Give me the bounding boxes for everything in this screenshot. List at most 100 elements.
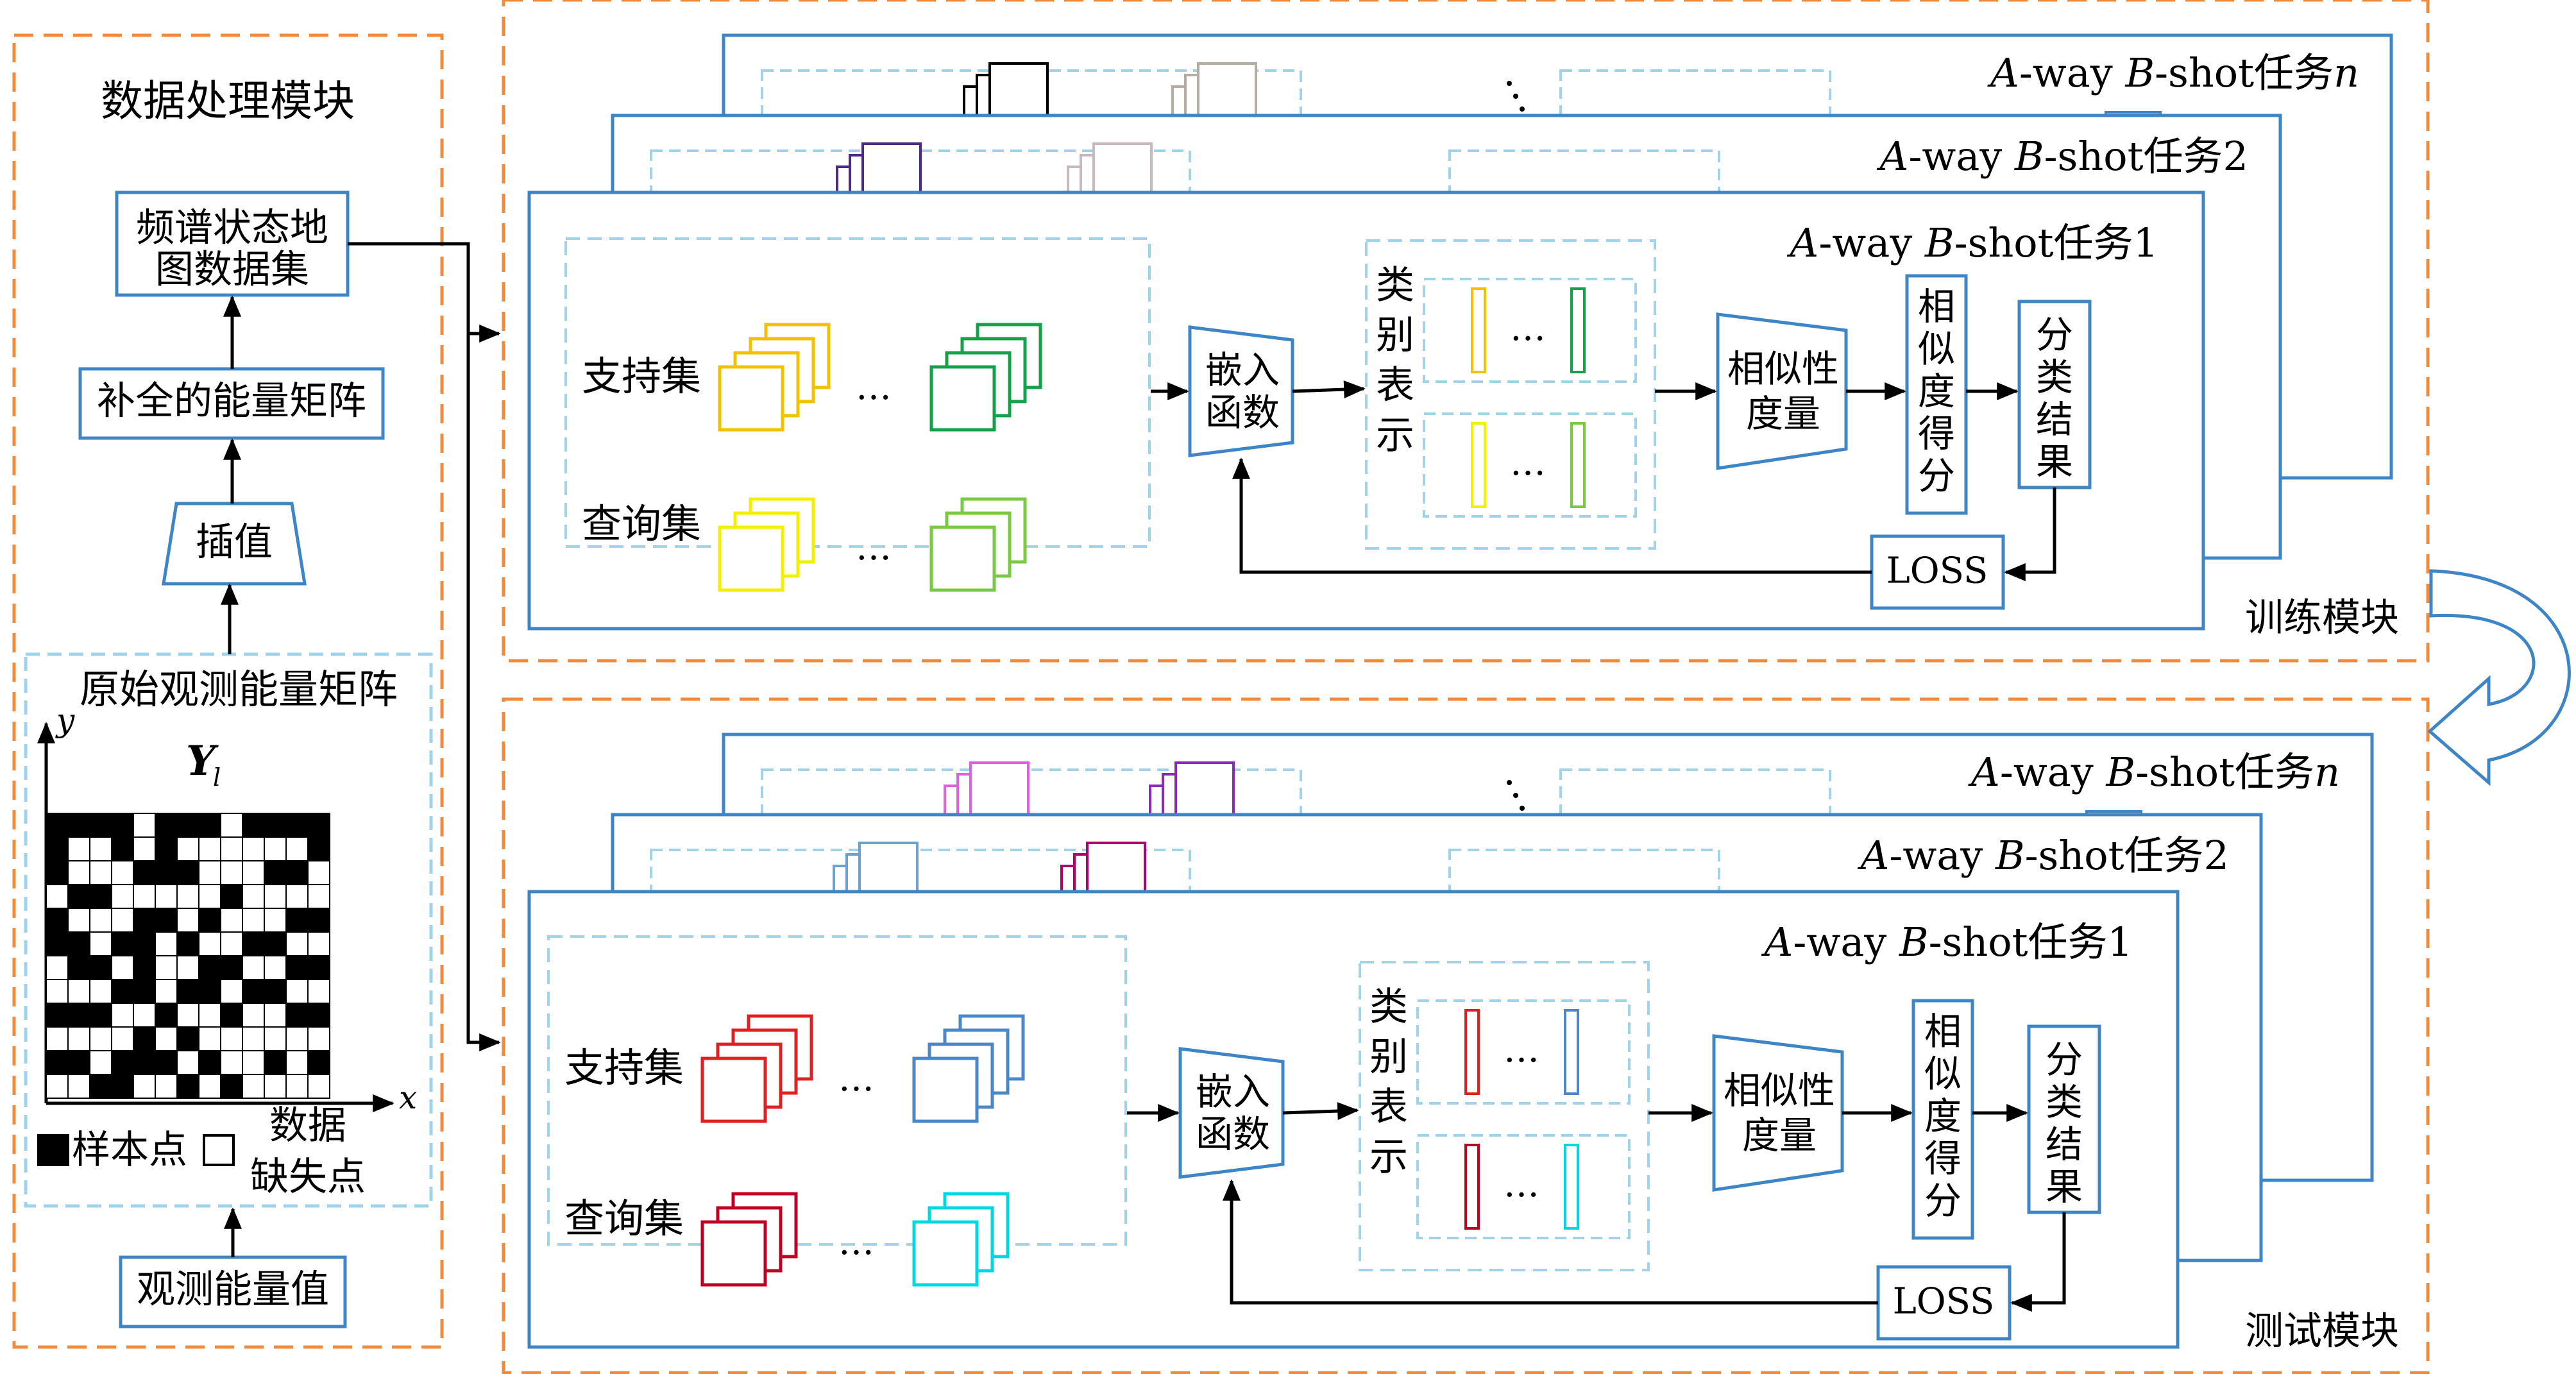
- matrix-cell: [176, 1003, 199, 1028]
- matrix-cell: [307, 836, 330, 861]
- observed-values-label: 观测能量值: [137, 1268, 329, 1312]
- sample-square: [912, 1220, 979, 1287]
- vdot: [1520, 806, 1525, 811]
- matrix-cell: [264, 931, 287, 956]
- query-stack-last: [912, 1192, 1010, 1287]
- x-axis-label: x: [399, 1079, 417, 1116]
- result-char: 类: [2046, 1080, 2083, 1124]
- matrix-cell: [133, 955, 156, 980]
- legend-missing-line2: 缺失点: [250, 1155, 366, 1200]
- interpolation-block: [162, 502, 307, 586]
- matrix-cell: [155, 813, 178, 838]
- query-set-label: 查询集: [564, 1195, 684, 1242]
- matrix-cell: [46, 979, 69, 1004]
- matrix-cell: [307, 931, 330, 956]
- matrix-cell: [89, 908, 112, 933]
- prototype-bar-first: [1471, 422, 1486, 508]
- completed-matrix-label: 补全的能量矩阵: [97, 379, 366, 424]
- task-title: A-way B-shot任务n: [1987, 49, 2359, 96]
- matrix-cell: [242, 1050, 265, 1075]
- matrix-cell: [220, 955, 243, 980]
- class-repr-char: 示: [1376, 413, 1414, 458]
- observed-values-box: [119, 1255, 347, 1328]
- data-module-border: [12, 33, 444, 1349]
- matrix-cell: [155, 955, 178, 980]
- matrix-cell: [111, 813, 134, 838]
- support-stack-first: [718, 323, 831, 432]
- prototype-ellipsis: …: [1510, 442, 1546, 484]
- matrix-cell: [89, 1003, 112, 1028]
- matrix-cell: [133, 860, 156, 885]
- matrix-cell: [198, 955, 221, 980]
- matrix-cell: [111, 836, 134, 861]
- matrix-cell: [133, 836, 156, 861]
- sample-square: [929, 525, 996, 592]
- spectrum-dataset-line2: 图数据集: [155, 248, 309, 293]
- matrix-cell: [133, 1026, 156, 1051]
- matrix-cell: [220, 931, 243, 956]
- matrix-cell: [285, 955, 309, 980]
- matrix-cell: [242, 931, 265, 956]
- matrix-cell: [89, 931, 112, 956]
- matrix-cell: [111, 1026, 134, 1051]
- matrix-cell: [176, 884, 199, 909]
- query-set-label: 查询集: [582, 500, 701, 547]
- matrix-cell: [220, 1026, 243, 1051]
- sample-square: [700, 1056, 767, 1123]
- matrix-cell: [111, 1003, 134, 1028]
- raw-matrix-label: 原始观测能量矩阵: [80, 666, 398, 713]
- matrix-cell: [220, 1050, 243, 1075]
- task-frame-1: A-way B-shot任务1支持集查询集……嵌入函数类别表示……相似性度量相似…: [527, 890, 2180, 1349]
- vdot: [1507, 780, 1512, 785]
- matrix-cell: [67, 955, 90, 980]
- loss-label: LOSS: [1893, 1281, 1995, 1323]
- query-stack-last: [929, 497, 1027, 592]
- matrix-cell: [220, 1003, 243, 1028]
- matrix-cell: [176, 931, 199, 956]
- matrix-cell: [307, 1003, 330, 1028]
- matrix-cell: [176, 955, 199, 980]
- matrix-cell: [220, 813, 243, 838]
- matrix-cell: [220, 836, 243, 861]
- matrix-cell: [89, 1050, 112, 1075]
- embedding-label-line1: 嵌入: [1196, 1070, 1270, 1114]
- support-ellipsis: …: [838, 1058, 874, 1099]
- matrix-cell: [307, 1074, 330, 1099]
- matrix-cell: [89, 979, 112, 1004]
- matrix-cell: [242, 884, 265, 909]
- similarity-label-line1: 相似性: [1727, 347, 1839, 391]
- matrix-cell: [264, 1050, 287, 1075]
- matrix-cell: [242, 836, 265, 861]
- result-char: 分: [2046, 1038, 2083, 1081]
- matrix-cell: [264, 860, 287, 885]
- matrix-cell: [242, 1003, 265, 1028]
- peek-square: [1197, 62, 1257, 123]
- matrix-cell: [307, 908, 330, 933]
- matrix-cell: [67, 1026, 90, 1051]
- embedding-label-line2: 函数: [1205, 391, 1280, 434]
- matrix-cell: [242, 1026, 265, 1051]
- prototype-bar-first: [1471, 287, 1486, 373]
- matrix-cell: [198, 1026, 221, 1051]
- matrix-cell: [133, 908, 156, 933]
- matrix-cell: [220, 860, 243, 885]
- matrix-cell: [198, 813, 221, 838]
- matrix-cell: [264, 1074, 287, 1099]
- result-char: 果: [2046, 1165, 2083, 1209]
- arrow-loss-to-embedding: [1223, 1179, 1878, 1305]
- prototype-group-2: [1423, 412, 1637, 518]
- query-ellipsis: …: [838, 1221, 874, 1263]
- class-repr-region: [1365, 239, 1656, 550]
- spectrum-dataset-box: [115, 191, 350, 297]
- matrix-cell: [46, 1074, 69, 1099]
- matrix-cell: [307, 979, 330, 1004]
- sample-square: [718, 365, 784, 432]
- matrix-cell: [155, 979, 178, 1004]
- support-ellipsis: …: [856, 366, 892, 408]
- score-char: 度: [1918, 369, 1955, 413]
- matrix-cell: [111, 931, 134, 956]
- task-title: A-way B-shot任务n: [1968, 749, 2340, 795]
- prototype-bar-last: [1564, 1144, 1579, 1230]
- sample-square: [912, 1056, 979, 1123]
